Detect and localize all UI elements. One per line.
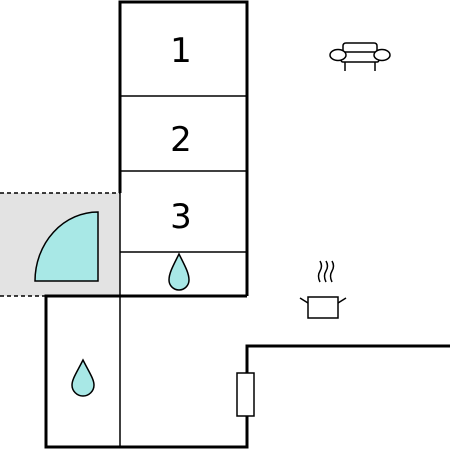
water-drop-icon xyxy=(168,252,190,291)
room-label-1: 1 xyxy=(170,31,192,71)
radiator-icon xyxy=(236,372,255,417)
shower-quarter-circle-icon xyxy=(34,211,99,282)
water-drop-icon xyxy=(71,358,95,397)
cooking-pot-icon xyxy=(299,260,347,319)
walls xyxy=(44,0,450,449)
interior-walls xyxy=(119,95,247,447)
room-label-2: 2 xyxy=(170,120,192,160)
room-label-3: 3 xyxy=(170,197,192,237)
sofa-icon xyxy=(329,42,391,71)
